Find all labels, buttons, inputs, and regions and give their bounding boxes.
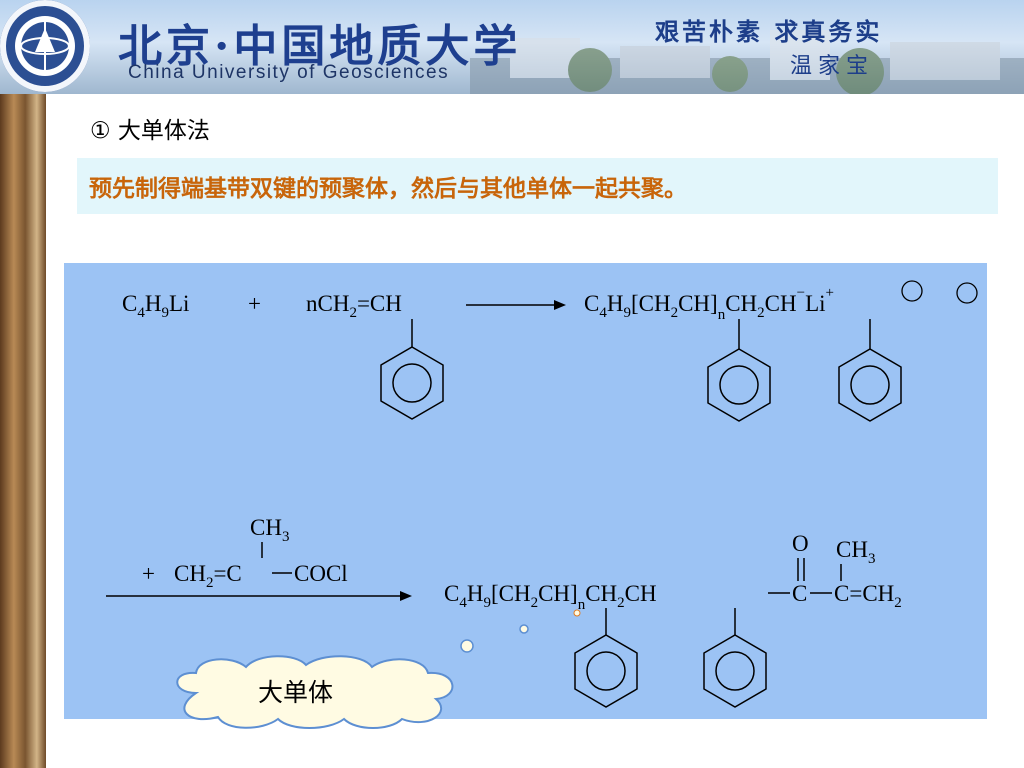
benzene-ring-icon xyxy=(380,346,444,420)
carbonyl-carbon: C xyxy=(792,581,807,606)
university-logo-icon xyxy=(0,0,90,92)
campus-photo xyxy=(470,30,1024,94)
plus-sign-1: + xyxy=(248,291,261,316)
macromonomer-methyl: CH3 xyxy=(836,537,875,567)
reaction-arrow-2 xyxy=(106,591,412,601)
benzene-ring-icon xyxy=(838,348,902,422)
definition-text: 预先制得端基带双键的预聚体，然后与其他单体一起共聚。 xyxy=(89,176,687,202)
methyl-group: CH3 xyxy=(250,515,289,545)
carbonyl-oxygen: O xyxy=(792,531,809,556)
acyl-chloride-group: COCl xyxy=(294,561,348,586)
benzene-ring-icon xyxy=(574,634,638,708)
styrene-formula: nCH2=CH xyxy=(306,291,402,321)
reaction-1: C4H9Li + nCH2=CH C4H9[CH2CH]nCH2CH−Li+ xyxy=(122,280,978,422)
reaction-scheme: C4H9Li + nCH2=CH C4H9[CH2CH]nCH2CH−Li+ xyxy=(64,263,987,719)
slide-heading: ① 大单体法 xyxy=(90,118,210,144)
initiator-formula: C4H9Li xyxy=(122,291,189,321)
callout-label: 大单体 xyxy=(258,678,334,707)
reaction-scheme-svg: C4H9Li + nCH2=CH C4H9[CH2CH]nCH2CH−Li+ xyxy=(106,280,978,708)
plus-sign-2: + xyxy=(142,561,155,586)
motto-signature: 温家宝 xyxy=(790,54,875,79)
living-polymer-formula: C4H9[CH2CH]nCH2CH−Li+ xyxy=(584,285,834,323)
benzene-ring-icon xyxy=(707,348,771,422)
vinyl-group: C=CH2 xyxy=(834,581,902,611)
reaction-2: CH3 + CH2=C COCl C4H9[CH2CH]nCH2CH C O C… xyxy=(106,515,902,708)
university-name-en: China University of Geosciences xyxy=(128,62,450,83)
callout-cloud xyxy=(176,655,454,729)
definition-box: 预先制得端基带双键的预聚体，然后与其他单体一起共聚。 xyxy=(77,158,998,214)
header-banner: 北京·中国地质大学 China University of Geoscience… xyxy=(0,0,1024,94)
macromonomer-formula: C4H9[CH2CH]nCH2CH xyxy=(444,581,657,613)
benzene-ring-icon xyxy=(703,634,767,708)
decorative-side-strip xyxy=(0,94,46,768)
methacryloyl-chloride-formula: CH2=C xyxy=(174,561,242,591)
university-name-cn: 北京·中国地质大学 xyxy=(118,21,522,72)
reaction-arrow-1 xyxy=(466,300,566,310)
motto-line-1: 艰苦朴素 求真务实 xyxy=(655,17,883,46)
